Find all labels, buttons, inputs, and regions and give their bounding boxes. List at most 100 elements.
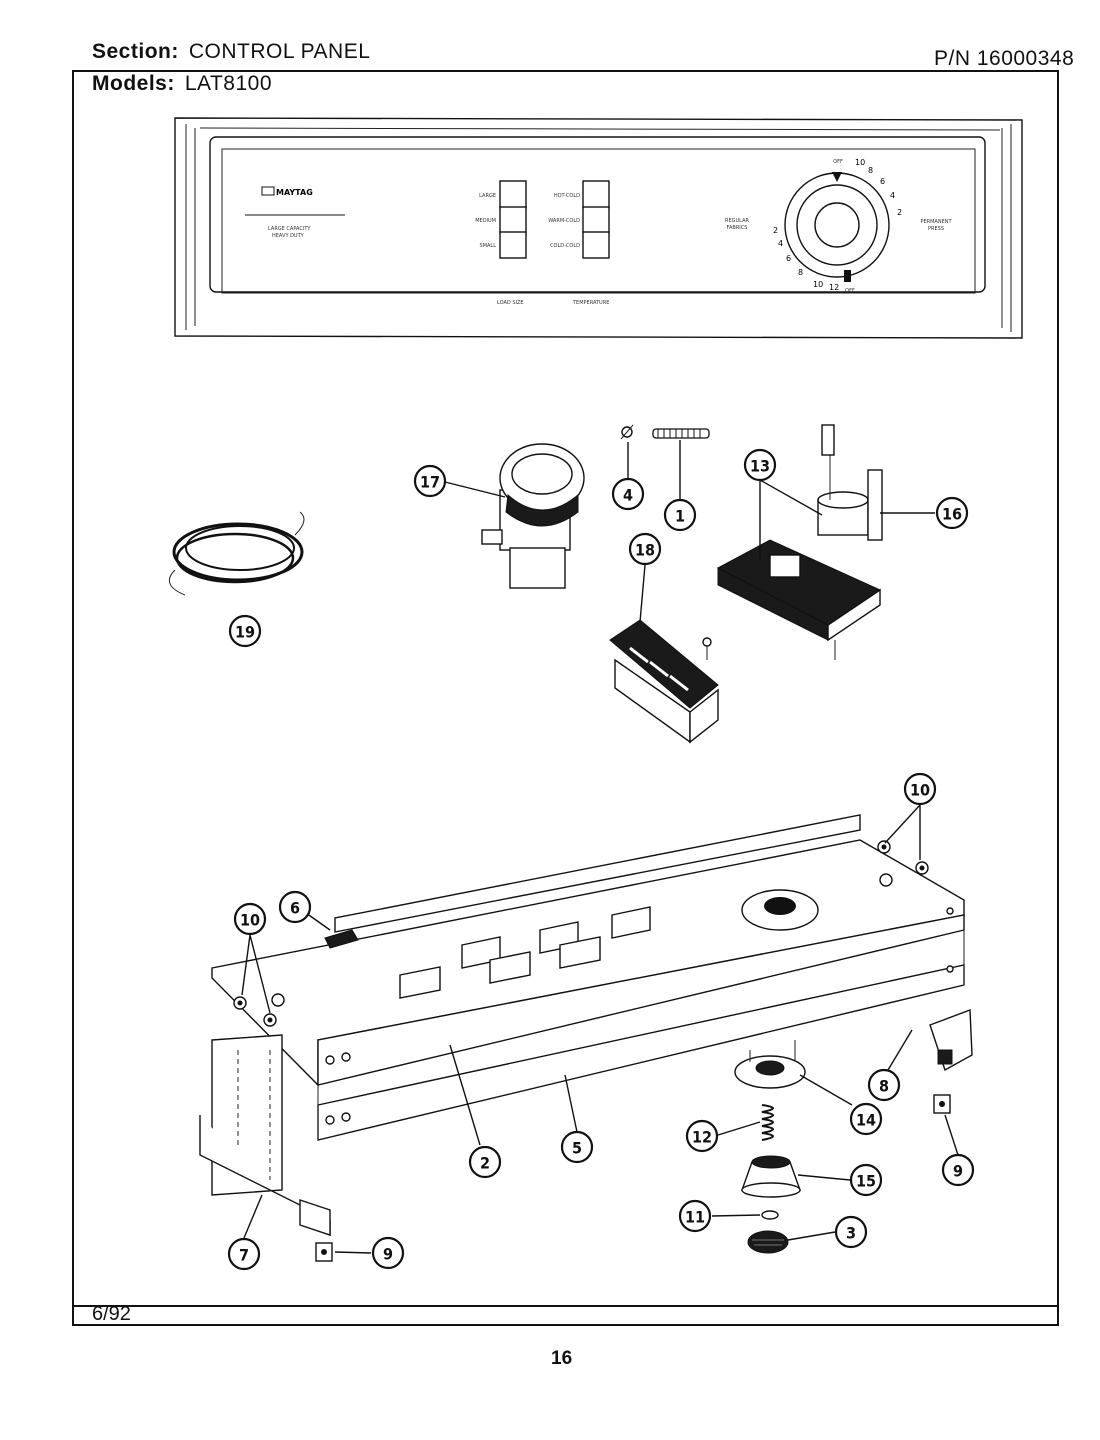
spring-clip-left: [315, 1242, 333, 1262]
callout-15: 15: [849, 1163, 883, 1197]
tagline-2: HEAVY DUTY: [272, 233, 305, 239]
callout-18: 18: [628, 532, 662, 566]
svg-text:12: 12: [692, 1128, 712, 1147]
temp-warm-button: [582, 206, 610, 234]
dial-pointer-top: [832, 172, 842, 182]
svg-text:10: 10: [240, 911, 260, 930]
models-value: LAT8100: [184, 72, 273, 95]
load-large-button: [499, 180, 527, 209]
part-number: P/N 16000348: [934, 47, 1075, 70]
load-medium-button: [499, 206, 527, 234]
svg-text:11: 11: [685, 1208, 705, 1227]
dial-right-label-1: PERMANENT: [920, 219, 952, 225]
mounting-bracket: [199, 1034, 331, 1236]
load-option: SMALL: [480, 243, 497, 249]
svg-text:10: 10: [910, 781, 930, 800]
dial-knob-skirt: [741, 1155, 801, 1198]
temp-option: HOT-COLD: [554, 193, 580, 199]
side-bracket: [929, 1009, 973, 1072]
water-valve-switch: [481, 443, 585, 589]
dial-off-bottom: OFF: [845, 288, 855, 294]
tagline-1: LARGE CAPACITY: [268, 226, 311, 232]
svg-text:2: 2: [480, 1154, 490, 1173]
temperature-selector: HOT-COLD WARM-COLD COLD-COLD: [548, 180, 610, 259]
callout-16: 16: [935, 496, 969, 530]
maytag-logo: MAYTAG: [261, 186, 313, 197]
section-value: CONTROL PANEL: [188, 40, 371, 63]
svg-text:16: 16: [942, 505, 962, 524]
dial-bearing: [734, 1040, 806, 1089]
svg-text:15: 15: [856, 1172, 876, 1191]
callout-1: 1: [663, 498, 697, 532]
callout-12: 12: [685, 1119, 719, 1153]
callout-19: 19: [228, 614, 262, 648]
section-heading: Section: CONTROL PANEL: [92, 40, 370, 64]
svg-text:17: 17: [420, 473, 440, 492]
dial-number: 4: [778, 239, 783, 248]
brand-text: MAYTAG: [276, 188, 313, 197]
callout-4: 4: [611, 477, 645, 511]
load-size-selector: LARGE MEDIUM SMALL: [475, 180, 527, 259]
callout-13: 13: [743, 448, 777, 482]
callout-7: 7: [227, 1237, 261, 1271]
dial-left-label-1: REGULAR: [725, 218, 749, 224]
control-panel-console: MAYTAG LARGE CAPACITY HEAVY DUTY LARGE M…: [174, 117, 1023, 339]
spring-clip-right: [933, 1094, 951, 1114]
dial-left-label-2: FABRICS: [727, 225, 748, 231]
temp-hot-button: [582, 180, 610, 209]
load-option: LARGE: [479, 193, 496, 199]
svg-text:4: 4: [623, 486, 633, 505]
callout-2: 2: [468, 1145, 502, 1179]
load-small-button: [499, 231, 527, 259]
dial-number: 6: [786, 254, 791, 263]
shaft-pin: [652, 428, 710, 439]
leader-lines: [241, 440, 959, 1254]
dial-number: 12: [829, 283, 839, 292]
svg-text:1: 1: [675, 507, 685, 526]
diagram-frame: [72, 70, 1059, 1326]
svg-text:8: 8: [879, 1077, 889, 1096]
callout-10-left: 10: [233, 902, 267, 936]
dial-number: 10: [855, 158, 865, 167]
dial-right-label-2: PRESS: [928, 226, 944, 232]
dial-pointer-bottom: [844, 270, 851, 282]
svg-text:13: 13: [750, 457, 770, 476]
models-label: Models:: [92, 72, 175, 95]
footer-divider: [72, 1305, 1059, 1307]
timer-assembly: [716, 424, 883, 660]
screw-set: [233, 840, 929, 1027]
section-label: Section:: [92, 40, 179, 63]
wire-harness: [168, 511, 305, 596]
retaining-clip: [620, 424, 634, 440]
load-size-label: LOAD SIZE: [497, 300, 524, 306]
washer: [761, 1210, 779, 1220]
dial-knob-cap: [747, 1230, 789, 1254]
dial-number: 2: [897, 208, 902, 217]
callout-10-right: 10: [903, 772, 937, 806]
svg-text:3: 3: [846, 1224, 856, 1243]
control-panel-chassis: [211, 814, 965, 1141]
dial-number: 10: [813, 280, 823, 289]
dial-number: 2: [773, 226, 778, 235]
dial-number: 6: [880, 177, 885, 186]
dial-spring: [761, 1104, 774, 1141]
callout-17: 17: [413, 464, 447, 498]
temp-cold-button: [582, 231, 610, 259]
timer-dial: OFF OFF 10 8 6 4 2 2 4 6 8 10 12 REGULAR…: [725, 158, 952, 294]
revision-date: 6/92: [92, 1303, 131, 1325]
svg-text:19: 19: [235, 623, 255, 642]
page-number: 16: [551, 1348, 573, 1369]
load-option: MEDIUM: [475, 218, 496, 224]
callout-14: 14: [849, 1102, 883, 1136]
dial-number: 4: [890, 191, 895, 200]
callout-3: 3: [834, 1215, 868, 1249]
temp-option: COLD-COLD: [550, 243, 580, 249]
push-button-switch: [609, 619, 719, 744]
svg-text:7: 7: [239, 1246, 249, 1265]
dial-off-top: OFF: [833, 159, 843, 165]
indicator-button: [324, 929, 359, 949]
callout-5: 5: [560, 1130, 594, 1164]
dial-number: 8: [798, 268, 803, 277]
svg-text:6: 6: [290, 899, 300, 918]
